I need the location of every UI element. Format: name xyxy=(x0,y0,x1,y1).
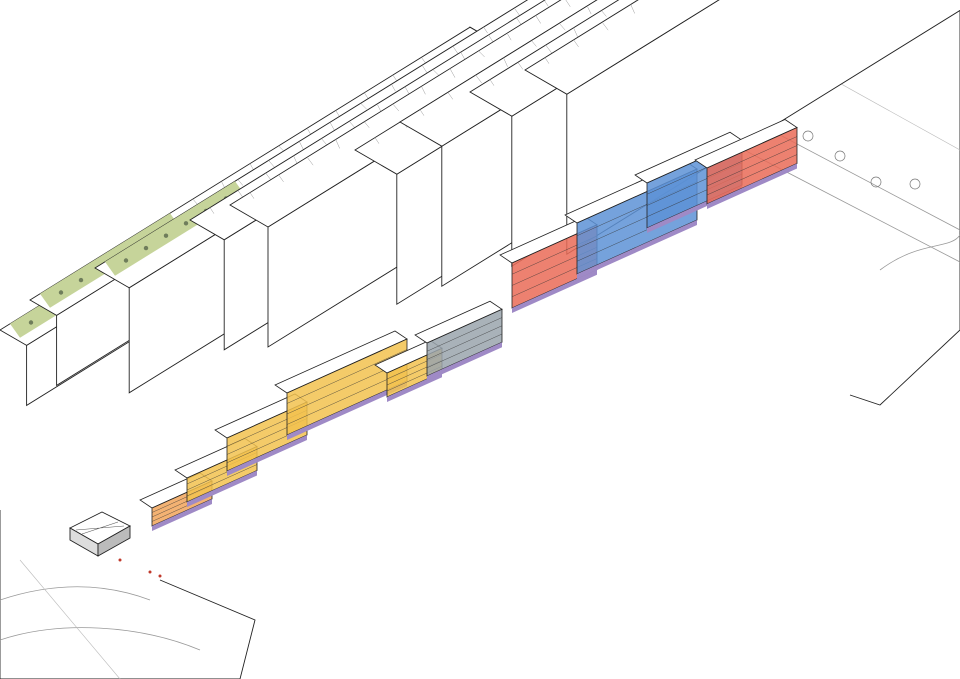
tree-mark xyxy=(163,233,169,238)
terrain-contour xyxy=(335,139,340,149)
section-slices xyxy=(0,0,960,531)
terrain-contour xyxy=(559,23,566,31)
terrain-contour xyxy=(432,69,440,76)
terrain-contour xyxy=(374,137,380,144)
terrain-contour xyxy=(278,174,284,183)
basement-strip xyxy=(707,163,797,209)
terrain-contour xyxy=(545,44,552,54)
floor-line xyxy=(426,333,503,368)
tree-mark xyxy=(123,258,129,263)
foreground-site-plan xyxy=(0,510,256,679)
terrain-contour xyxy=(514,7,520,16)
tree-mark xyxy=(78,277,84,283)
terrain-contour xyxy=(506,33,512,41)
tree-mark xyxy=(143,245,149,251)
terrain-contour xyxy=(449,68,456,78)
basement-strip xyxy=(512,269,597,313)
pavilion-building xyxy=(69,511,131,557)
building-f xyxy=(414,300,503,381)
terrain-contour xyxy=(475,74,482,84)
terrain-contour xyxy=(531,40,537,47)
floor-line xyxy=(706,145,798,187)
terrain-contour xyxy=(421,86,426,95)
basement-strip xyxy=(152,499,212,531)
building-g xyxy=(499,216,598,313)
terrain-contour xyxy=(391,84,396,92)
tree-mark xyxy=(58,290,64,295)
terrain-contour xyxy=(209,207,215,214)
terrain-contour xyxy=(349,121,356,129)
terrain-contour xyxy=(306,157,314,166)
terrain-contour xyxy=(237,179,244,186)
terrain-contour xyxy=(488,34,494,44)
slice-top-face xyxy=(524,0,720,95)
terrain-contour xyxy=(535,15,541,24)
terrain-contour xyxy=(299,141,304,150)
terrain-contour xyxy=(601,22,609,31)
floor-line xyxy=(706,154,798,196)
terrain-contour xyxy=(544,0,549,7)
floor-line xyxy=(426,317,503,352)
basement-strip xyxy=(427,342,502,381)
tree-mark xyxy=(183,221,189,226)
floor-line xyxy=(286,349,408,404)
terrain-contour xyxy=(249,192,255,199)
terrain-contour xyxy=(460,52,465,60)
terrain-contour xyxy=(565,0,571,7)
basement-strip xyxy=(227,435,307,476)
building-j xyxy=(694,119,798,209)
terrain-contour xyxy=(360,103,367,110)
terrain-contour xyxy=(364,121,370,128)
terrain-contour xyxy=(601,10,607,17)
terrain-contour xyxy=(517,62,524,70)
terrain-contour xyxy=(237,190,244,198)
terrain-contour xyxy=(447,92,454,100)
terrain-contour xyxy=(630,4,635,14)
terrain-contour xyxy=(586,5,592,15)
terrain-contour xyxy=(376,103,382,113)
terrain-contour xyxy=(573,39,579,48)
terrain-contour xyxy=(421,65,428,74)
terrain-contour xyxy=(478,50,485,58)
terrain-contour xyxy=(483,26,488,34)
floor-line xyxy=(706,136,798,178)
terrain-contour xyxy=(489,79,495,86)
terrain-contour xyxy=(503,57,508,67)
floor-line xyxy=(186,464,258,497)
terrain-contour xyxy=(419,109,425,116)
terrain-contour xyxy=(321,138,327,145)
terrain-contour xyxy=(329,122,336,132)
basement-strip xyxy=(187,470,257,507)
vegetation-strip xyxy=(105,181,245,276)
basement-strip xyxy=(577,220,697,279)
people-markers xyxy=(118,558,162,578)
terrain-contour xyxy=(573,27,578,37)
terrain-contour xyxy=(392,74,398,82)
terrain-contour xyxy=(268,160,275,168)
tree-mark xyxy=(28,320,34,325)
terrain-contour xyxy=(392,103,400,112)
terrain-contour xyxy=(544,57,550,64)
floor-line xyxy=(426,325,503,360)
basement-strip xyxy=(287,381,407,440)
